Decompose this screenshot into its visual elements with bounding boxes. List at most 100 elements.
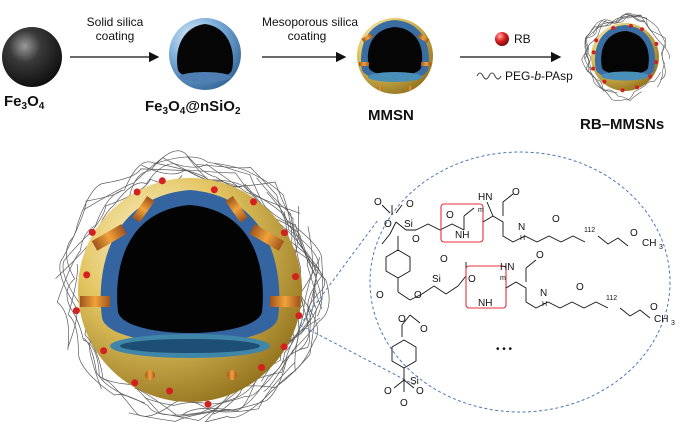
rb-dye-dot — [620, 88, 625, 93]
core-shell-particle — [169, 18, 241, 90]
svg-text:O: O — [446, 210, 454, 221]
svg-text:O: O — [512, 187, 520, 198]
svg-text:NH: NH — [455, 230, 469, 241]
svg-text:Si: Si — [404, 219, 413, 230]
svg-text:112: 112 — [606, 295, 617, 302]
svg-text:CH: CH — [642, 238, 656, 249]
rb-dye-dot — [591, 66, 596, 71]
svg-text:N: N — [518, 222, 525, 233]
rb-dye-sphere — [495, 32, 509, 46]
svg-text:O: O — [374, 197, 382, 208]
polymer-strand — [67, 264, 260, 416]
rb-dye-dot — [131, 379, 139, 387]
polymer-strand — [584, 19, 618, 94]
polymer-strand — [584, 15, 644, 71]
rb-dye-dot — [258, 364, 266, 371]
rb-dye-dot — [158, 177, 166, 185]
peg-pasp-polymer-icon — [476, 72, 502, 80]
svg-text:H: H — [542, 301, 547, 308]
rb-dye-dot — [166, 387, 174, 395]
rb-dye-dot — [611, 26, 616, 30]
zoom-callout — [299, 151, 671, 413]
rb-dye-dot — [295, 312, 303, 320]
peg-pasp-label: PEG-b-PAsp — [505, 69, 573, 83]
fe3o4-label: Fe3O4 — [4, 93, 45, 112]
polymer-strand — [83, 157, 324, 317]
svg-text:O: O — [576, 282, 584, 293]
svg-text:Si: Si — [432, 274, 441, 285]
svg-text:HN: HN — [500, 262, 514, 273]
rb-dye-dot — [88, 228, 96, 236]
rb-mmsns-label: RB–MMSNs — [580, 116, 665, 133]
svg-text:O: O — [552, 214, 560, 225]
rb-dye-dot — [640, 27, 644, 32]
polymer-strand — [620, 13, 667, 81]
rb-dye-dot — [280, 229, 288, 237]
rb-dye-dot — [210, 186, 218, 194]
svg-text:O: O — [384, 219, 392, 230]
svg-text:O: O — [400, 398, 408, 409]
rb-dye-dot — [292, 273, 299, 281]
svg-text:O: O — [376, 290, 384, 301]
rb-dye-dot — [100, 347, 108, 355]
svg-text:O: O — [412, 234, 420, 245]
svg-text:3: 3 — [659, 244, 663, 251]
polymer-strand — [83, 317, 321, 421]
svg-text:O: O — [440, 254, 448, 265]
mmsn-label: MMSN — [368, 107, 414, 124]
svg-text:112: 112 — [584, 227, 595, 234]
polymer-strand — [144, 257, 321, 406]
svg-text:O: O — [398, 314, 406, 325]
svg-text:CH: CH — [654, 314, 668, 325]
polymer-strand — [625, 13, 665, 88]
polymer-strand — [584, 51, 642, 101]
svg-text:m: m — [500, 275, 506, 282]
rb-label: RB — [514, 32, 531, 46]
svg-text:O: O — [650, 302, 658, 313]
svg-text:Si: Si — [410, 376, 419, 387]
svg-text:H: H — [520, 235, 525, 242]
rb-dye-dot — [83, 271, 91, 279]
polymer-strand — [59, 168, 223, 349]
svg-text:O: O — [630, 228, 638, 239]
polymer-strand — [129, 150, 323, 310]
svg-text:O: O — [406, 199, 414, 210]
svg-text:HN: HN — [478, 192, 492, 203]
rb-dye-dot — [72, 307, 80, 315]
svg-text:O: O — [420, 324, 428, 335]
rb-dye-dot — [204, 400, 212, 408]
rb-dye-dot — [648, 74, 653, 79]
svg-text:NH: NH — [478, 298, 492, 309]
rb-dye-dot — [133, 188, 141, 196]
svg-text:O: O — [468, 274, 476, 285]
rb-dye-dot — [250, 198, 257, 206]
polymer-strand — [80, 291, 296, 417]
rb-dye-dot — [602, 79, 607, 84]
svg-text:m: m — [478, 207, 484, 214]
rb-dye-dot — [280, 343, 288, 351]
rb-dye-dot — [635, 85, 639, 90]
rb-mmsns-particle-large — [55, 150, 330, 427]
svg-text:O: O — [536, 250, 544, 261]
svg-text:O: O — [384, 386, 392, 397]
rb-dye-dot — [594, 38, 599, 43]
rb-dye-dot — [591, 50, 596, 55]
svg-text:O: O — [414, 290, 422, 301]
polymer-strand — [128, 226, 313, 422]
rb-dye-dot — [654, 60, 659, 65]
polymer-strand — [56, 161, 241, 351]
polymer-strand — [581, 15, 642, 73]
chemical-structure — [381, 193, 651, 392]
mmsn-particle — [357, 18, 433, 94]
polymer-strand — [156, 156, 323, 352]
chemical-labels: O Si O O O O NH HN m O N H O 112 O CH 3 … — [374, 187, 675, 409]
svg-text:3: 3 — [671, 320, 675, 327]
svg-text:N: N — [540, 288, 547, 299]
ellipsis: • • • — [496, 344, 513, 355]
fe3o4-sphere — [2, 27, 62, 87]
rb-dye-dot — [628, 23, 633, 28]
